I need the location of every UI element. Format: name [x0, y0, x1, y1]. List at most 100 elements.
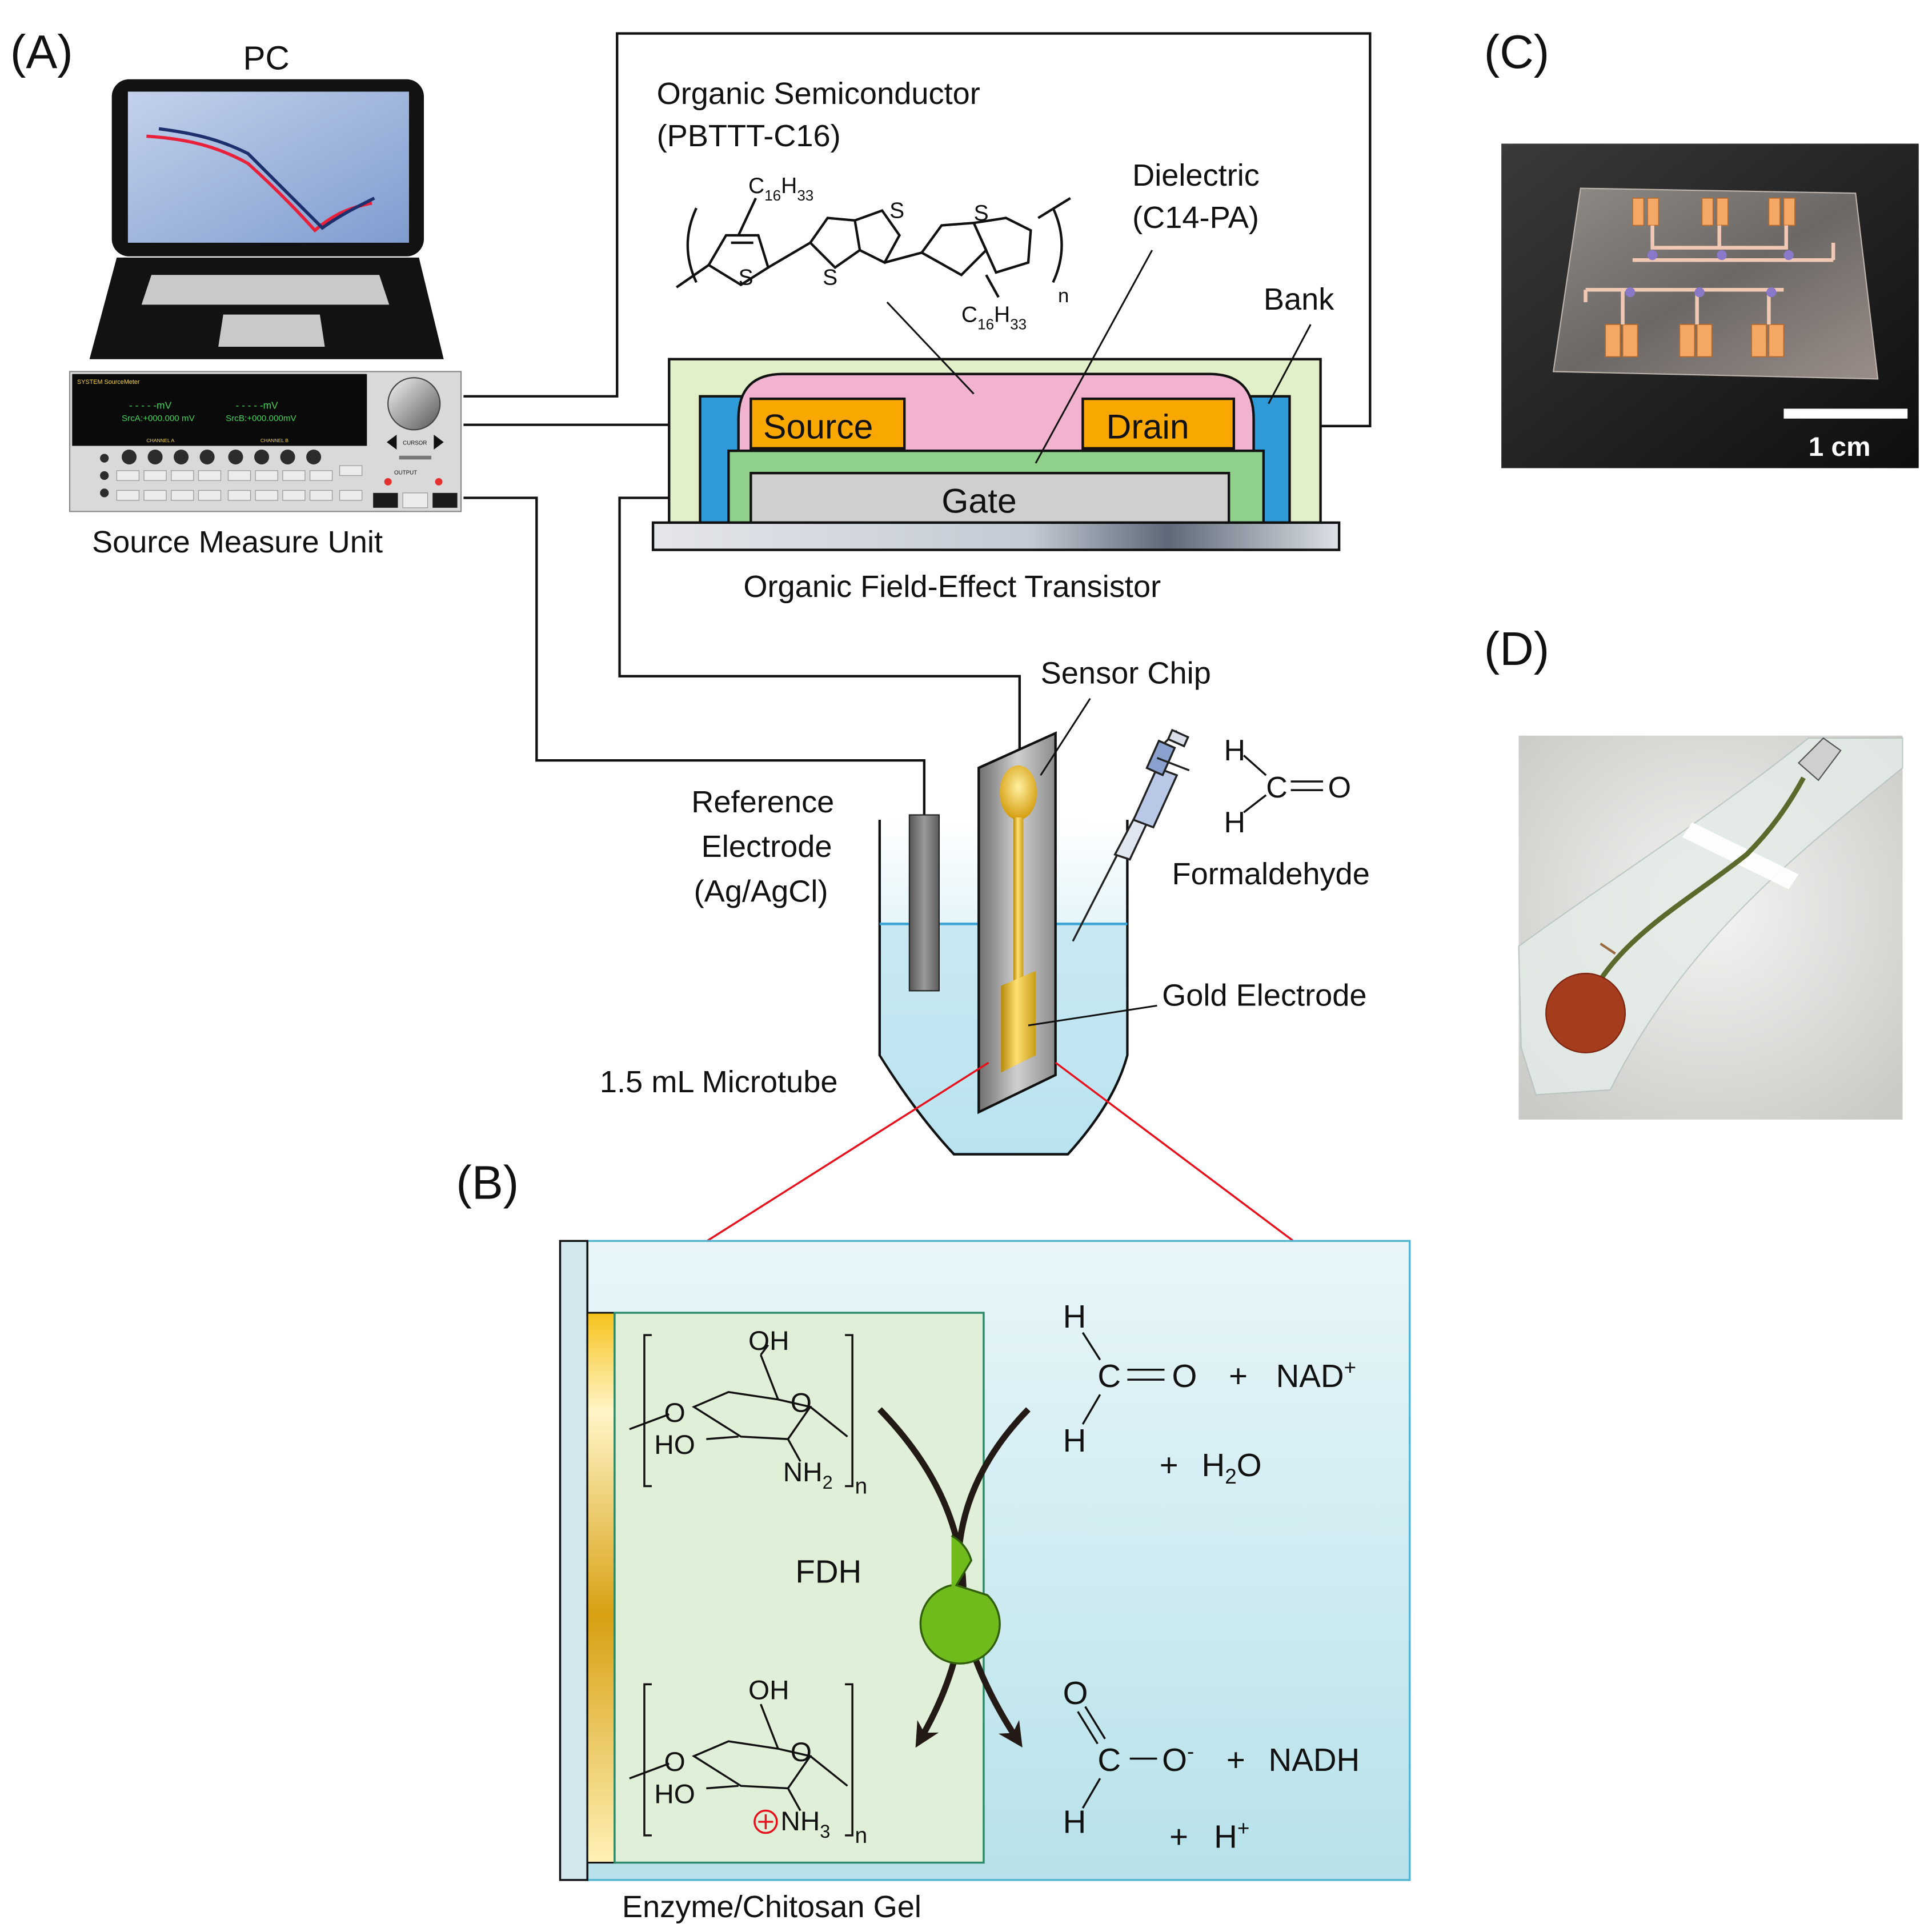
product-plus-2: +	[1169, 1819, 1188, 1855]
thiophene-1	[707, 234, 770, 287]
chitosan-top	[629, 1334, 853, 1488]
panel-label-b: (B)	[456, 1157, 519, 1209]
formaldehyde-h-top: H	[1224, 734, 1246, 767]
gate-label: Gate	[941, 482, 1017, 520]
source-measure-unit: SYSTEM SourceMeter - - - - -mV - - - - -…	[69, 371, 462, 559]
bank-label: Bank	[1264, 282, 1334, 316]
smu-label: Source Measure Unit	[92, 525, 383, 559]
screen-curve-blue	[158, 127, 375, 230]
wire-drain	[463, 32, 1372, 427]
formaldehyde-label: Formaldehyde	[1172, 857, 1369, 891]
source-electrode	[749, 397, 906, 450]
formaldehyde-o: O	[1328, 771, 1351, 804]
pbttt-c16-bottom: C16H33	[961, 303, 1027, 333]
reference-electrode-line3: (Ag/AgCl)	[694, 874, 828, 908]
reactant-h-bottom: H	[1063, 1422, 1087, 1458]
reference-electrode	[908, 814, 940, 992]
product-plus-1: +	[1226, 1742, 1245, 1778]
reactant-o: O	[1172, 1358, 1197, 1394]
panel-label-a: (A)	[10, 26, 73, 78]
pbttt-n: n	[1058, 285, 1069, 307]
product-h-plus: H+	[1214, 1817, 1249, 1855]
product-nadh: NADH	[1269, 1742, 1360, 1778]
scale-bar	[1783, 408, 1908, 419]
pbttt-s1: S	[739, 266, 753, 290]
microtube-label: 1.5 mL Microtube	[600, 1065, 838, 1099]
reference-electrode-line1: Reference	[691, 785, 834, 819]
pbttt-s4: S	[974, 201, 989, 226]
reactant-plus-2: +	[1160, 1447, 1179, 1483]
ofet-label: Organic Field-Effect Transistor	[743, 570, 1161, 604]
laptop-screen	[127, 91, 410, 243]
pipette	[1072, 728, 1190, 942]
panel-b: Enzyme/Chitosan Gel OH O O HO NH2 n	[559, 1240, 1411, 1924]
chitosan-bottom-oh: OH	[748, 1675, 789, 1705]
formaldehyde-molecule: H H C O Formaldehyde	[1172, 734, 1369, 891]
sensor-chip-leader	[1040, 698, 1091, 776]
reactant-water: H2O	[1201, 1447, 1261, 1488]
reactant-h-top: H	[1063, 1298, 1087, 1334]
smu-output-led-b	[435, 478, 443, 486]
chip-trace	[1013, 817, 1024, 1001]
fdh-enzyme-icon	[919, 1534, 1001, 1665]
chitosan-bottom-ho: HO	[654, 1779, 695, 1810]
substrate-strip	[559, 1240, 588, 1881]
product-c: C	[1097, 1742, 1121, 1778]
cursor-right-arrow	[434, 434, 444, 450]
film-highlight	[1682, 822, 1799, 889]
reactant-nad: NAD+	[1276, 1356, 1357, 1394]
gold-strip	[586, 1312, 616, 1864]
positive-charge-icon	[753, 1809, 778, 1834]
pbttt-structure	[676, 197, 1071, 298]
pc-laptop: PC	[89, 39, 444, 359]
bank-leader	[1268, 324, 1312, 404]
ofet-substrate	[651, 521, 1341, 551]
screen-curve-red	[146, 134, 372, 233]
chitosan-bottom-n: n	[855, 1823, 867, 1848]
panel-d-photo	[1518, 735, 1903, 1120]
chitosan-top-ho: HO	[654, 1430, 695, 1460]
connector-tab	[1797, 737, 1842, 781]
smu-dashes-b: - - - - -mV	[235, 399, 278, 411]
pbttt-c16-top: C16H33	[748, 174, 813, 204]
smu-cursor: CURSOR	[403, 440, 427, 446]
smu-display	[72, 374, 367, 446]
panel-label-d: (D)	[1484, 623, 1549, 675]
formaldehyde-h-bottom: H	[1224, 806, 1246, 839]
laptop-touchpad	[218, 314, 325, 347]
smu-cursor-bar	[399, 455, 432, 460]
smu-channel-b: CHANNEL B	[260, 438, 288, 443]
semiconductor-title: Organic Semiconductor	[657, 77, 980, 111]
scale-bar-label: 1 cm	[1809, 432, 1871, 462]
smu-round-buttons	[100, 449, 322, 498]
chitosan-bottom	[629, 1683, 853, 1837]
chitosan-top-n: n	[855, 1474, 867, 1499]
panel-label-c: (C)	[1484, 26, 1549, 78]
gel-label: Enzyme/Chitosan Gel	[622, 1890, 921, 1924]
smu-reading-a: SrcA:+000.000 mV	[122, 414, 195, 423]
chitosan-bottom-o-link: O	[664, 1747, 686, 1777]
sensor-electrode	[1545, 972, 1626, 1053]
product-o: O	[1063, 1675, 1088, 1711]
reactant-c: C	[1097, 1358, 1121, 1394]
semiconductor-name: (PBTTT-C16)	[657, 119, 841, 153]
smu-knob	[387, 377, 441, 431]
smu-brand: SYSTEM SourceMeter	[77, 379, 140, 386]
thienothiophene	[808, 209, 901, 270]
chitosan-bottom-o-ring: O	[791, 1737, 812, 1767]
laptop-keyboard	[141, 275, 390, 305]
glass-substrate	[1552, 187, 1879, 380]
wire-reference	[463, 496, 926, 817]
small-mark	[1600, 943, 1616, 955]
smu-channel-a: CHANNEL A	[146, 438, 174, 443]
reactant-plus-1: +	[1229, 1358, 1248, 1394]
reference-electrode-line2: Electrode	[702, 829, 832, 864]
gold-electrode-label: Gold Electrode	[1162, 978, 1366, 1012]
drain-electrode	[1081, 397, 1236, 450]
panel-c-photo: 1 cm	[1501, 143, 1919, 468]
smu-output-led-a	[384, 478, 392, 486]
formaldehyde-c: C	[1266, 771, 1288, 804]
product-h: H	[1063, 1804, 1087, 1840]
chitosan-bottom-nh3: NH3	[780, 1806, 830, 1842]
chitosan-top-o-ring: O	[791, 1388, 812, 1418]
